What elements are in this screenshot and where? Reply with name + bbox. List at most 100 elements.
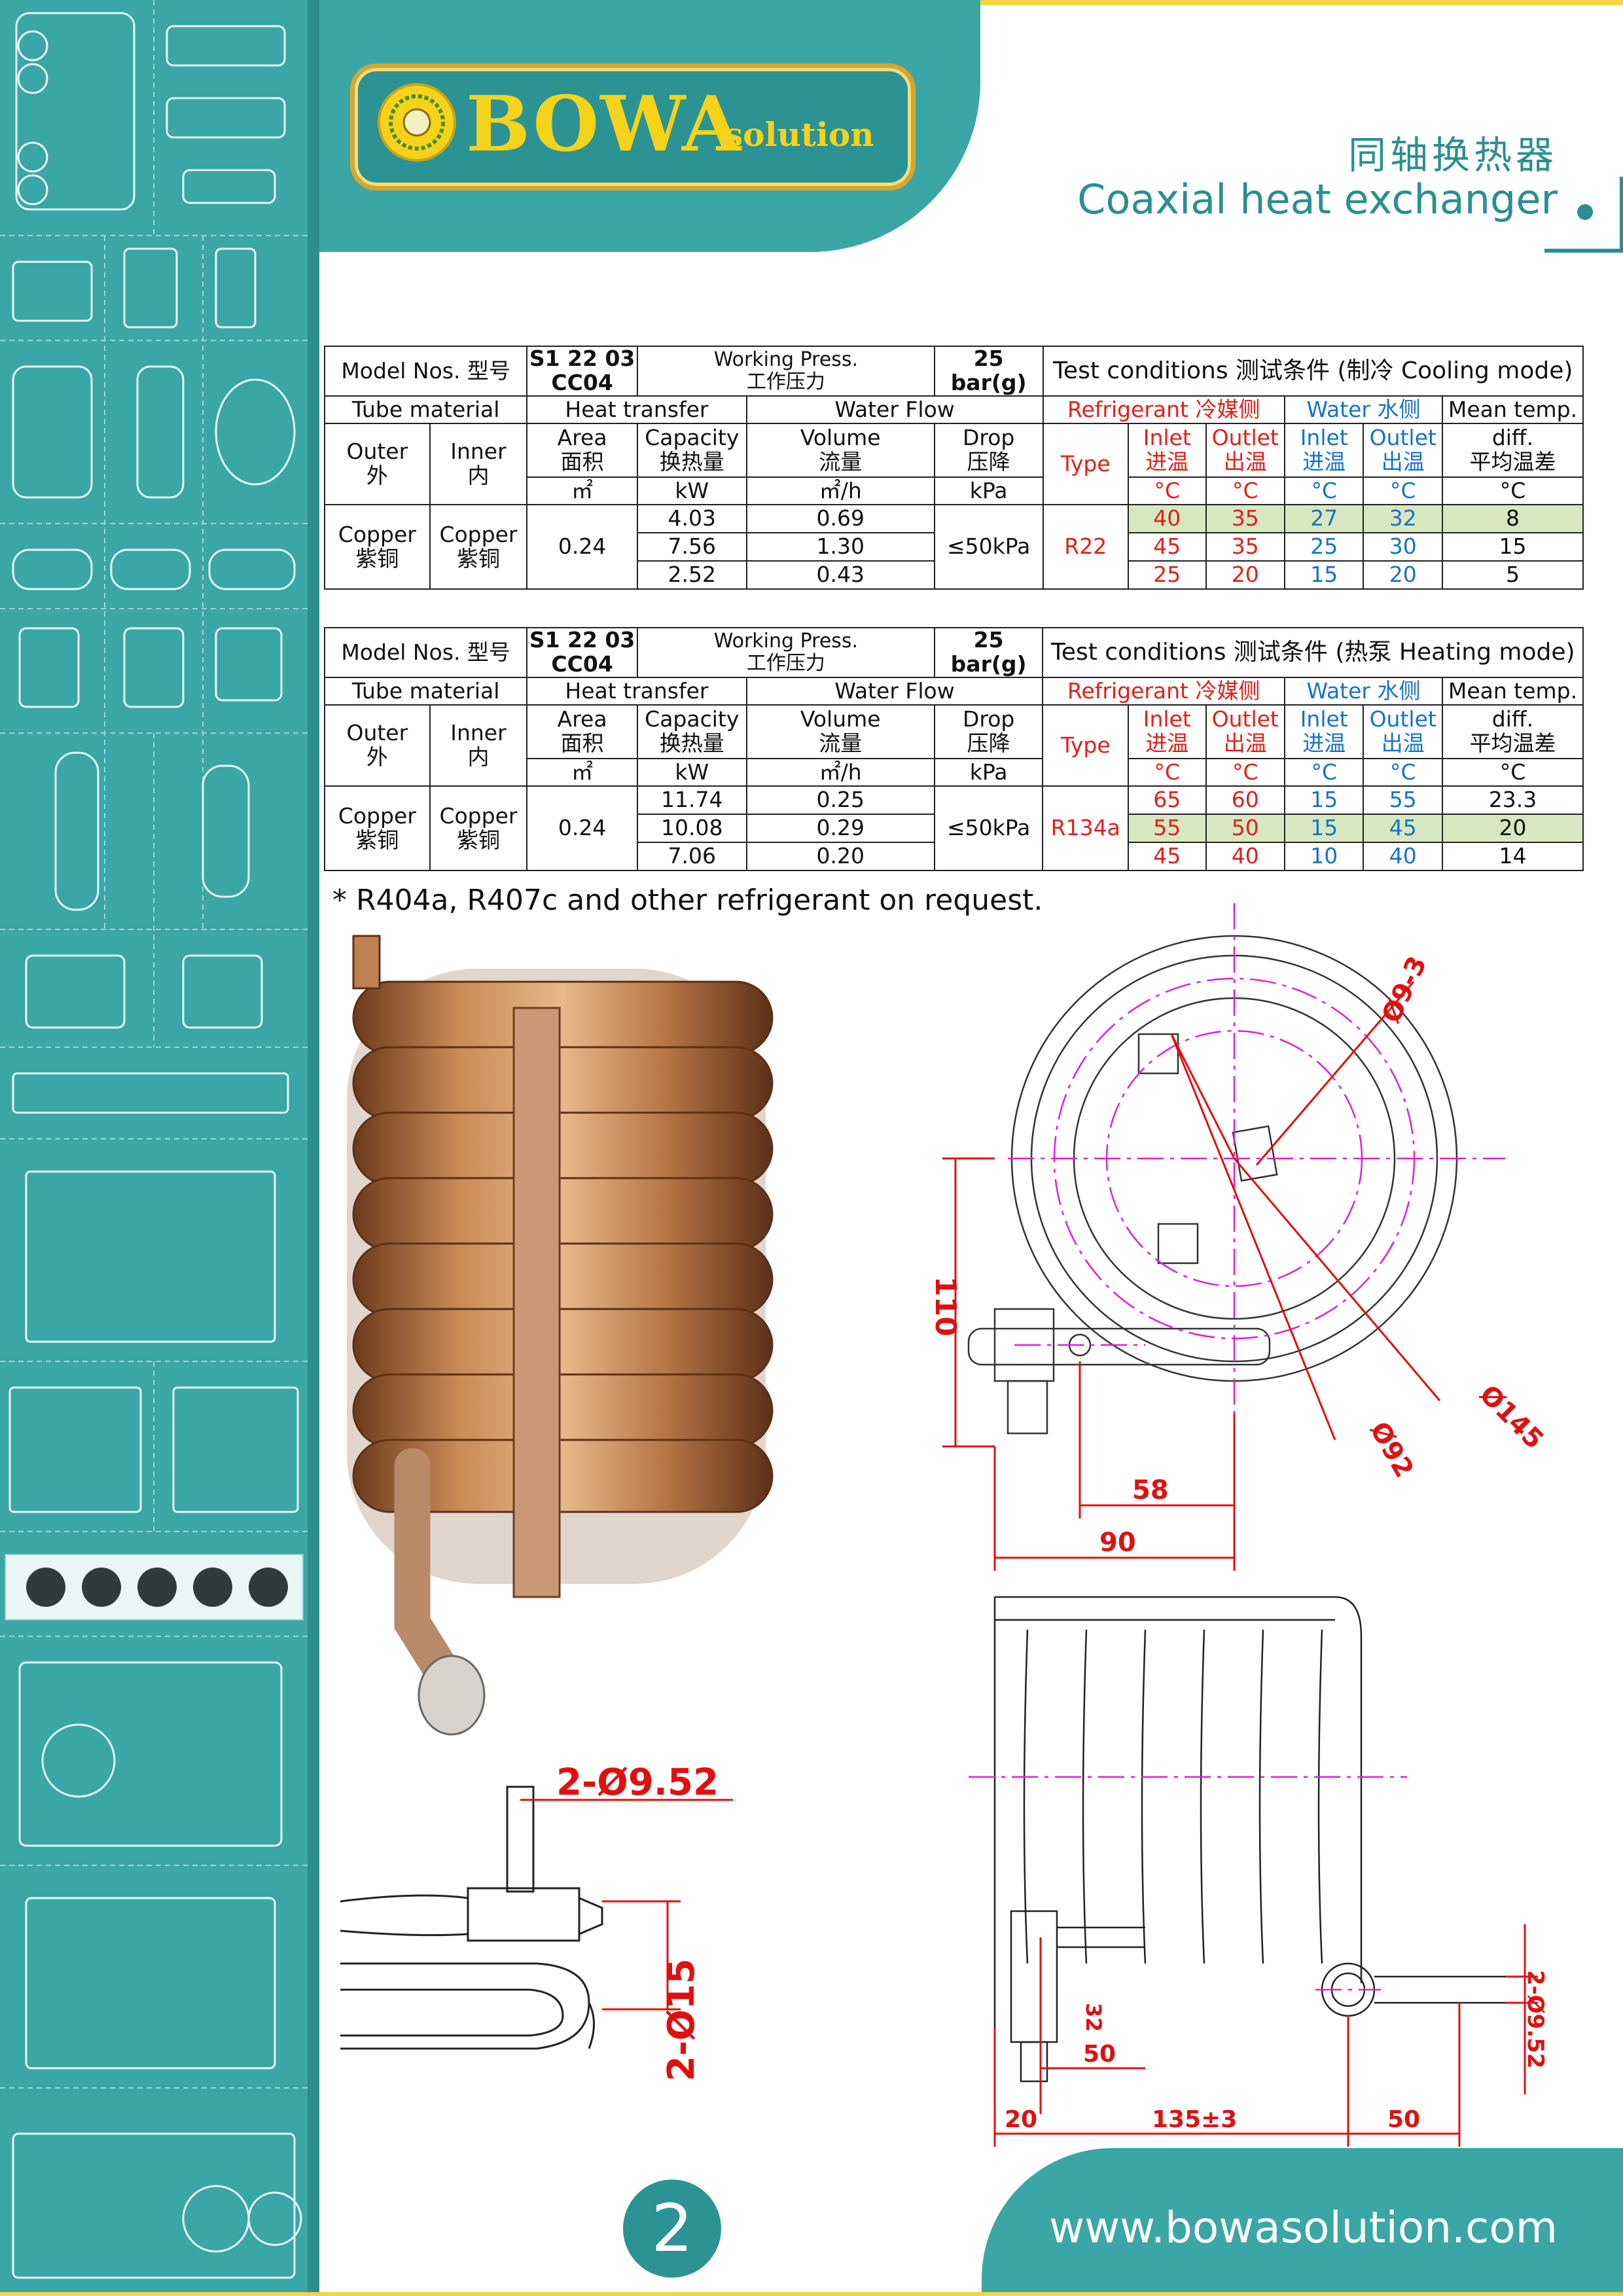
capacity-value: 11.74 <box>636 785 747 815</box>
side-detail-drawing: 2-Ø9.52 2-Ø15 <box>340 1761 733 2081</box>
volume-value: 0.69 <box>745 504 935 533</box>
diff-value: 5 <box>1441 560 1584 590</box>
water-outlet-value: 30 <box>1363 532 1443 562</box>
unit-temp: °C <box>1128 476 1207 505</box>
cell-text: Inlet <box>1143 425 1191 451</box>
cell-text: 出温 <box>1381 449 1425 475</box>
ref-inlet-value: 55 <box>1128 814 1207 843</box>
capacity-value: 2.52 <box>636 560 747 590</box>
unit-drop: kPa <box>933 476 1044 505</box>
dim-outer-dia: Ø145 <box>1474 1379 1550 1455</box>
water-outlet-value: 20 <box>1363 560 1443 590</box>
diff-value: 14 <box>1441 842 1584 871</box>
diff-value: 8 <box>1441 504 1584 533</box>
dim-135: 135±3 <box>1152 2106 1237 2133</box>
capacity-value: 4.03 <box>636 504 747 533</box>
area-value: 0.24 <box>526 504 638 590</box>
unit-area: ㎡ <box>526 758 638 787</box>
dim-pipe-side: 2-Ø9.52 <box>556 1761 719 1804</box>
refrigerant-side-header: Refrigerant 冷媒侧 <box>1042 677 1285 706</box>
cell-text: Working Press. <box>713 348 859 372</box>
type-header: Type <box>1042 423 1130 505</box>
dim-50a: 50 <box>1083 2041 1116 2068</box>
cell-text: 出温 <box>1223 730 1267 756</box>
unit-temp: °C <box>1441 758 1584 787</box>
heat-transfer-header: Heat transfer <box>526 677 747 706</box>
cell-text: 工作压力 <box>746 370 825 393</box>
dim-90: 90 <box>1099 1528 1136 1558</box>
water-inlet-value: 15 <box>1283 785 1364 815</box>
cell-text: 流量 <box>819 730 863 756</box>
cell-text: 压降 <box>967 449 1010 475</box>
cell-text: Capacity <box>645 706 740 732</box>
cell-text: 工作压力 <box>746 652 825 675</box>
cell-text: 换热量 <box>659 730 724 756</box>
cell-text: 进温 <box>1302 730 1346 756</box>
ref-inlet-value: 65 <box>1128 785 1207 815</box>
cell-text: Outlet <box>1369 706 1436 732</box>
cell-text: Capacity <box>645 425 740 451</box>
cell-text: 紫铜 <box>355 827 399 853</box>
cell-text: Area <box>557 425 607 451</box>
ref-outlet-value: 35 <box>1205 532 1286 562</box>
unit-capacity: kW <box>636 476 747 505</box>
water-inlet-value: 10 <box>1283 842 1364 871</box>
water-outlet-value: 32 <box>1363 504 1443 533</box>
page-title-cn: 同轴换热器 <box>1347 133 1558 177</box>
cell-text: 紫铜 <box>355 545 399 571</box>
volume-value: 0.20 <box>745 842 935 871</box>
unit-temp: °C <box>1283 476 1364 505</box>
cell-text: diff. <box>1491 425 1534 451</box>
dim-tube-side: 2-Ø15 <box>660 1958 703 2081</box>
cell-text: Copper <box>439 802 518 829</box>
drop-value: ≤50kPa <box>933 504 1044 590</box>
cell-text: Outlet <box>1211 425 1279 451</box>
cell-text: 外 <box>366 744 388 770</box>
sidebar-product-gallery <box>0 0 308 2296</box>
cell-text: Outlet <box>1211 706 1279 732</box>
cell-text: 换热量 <box>659 449 724 475</box>
water-inlet-value: 25 <box>1283 532 1364 562</box>
cell-text: Working Press. <box>713 630 859 653</box>
cell-text: 紫铜 <box>456 827 500 853</box>
cell-text: Outer <box>346 439 408 465</box>
capacity-value: 7.06 <box>636 842 747 871</box>
cell-text: Copper <box>338 802 416 829</box>
model-number: S1 22 03 CC04 <box>526 346 638 397</box>
ref-outlet-value: 60 <box>1205 785 1285 815</box>
water-flow-header: Water Flow <box>745 677 1044 706</box>
water-outlet-value: 45 <box>1363 814 1443 843</box>
cell-text: Drop <box>962 706 1015 732</box>
cell-text: Copper <box>338 521 416 547</box>
website-link[interactable]: www.bowasolution.com <box>1049 2202 1558 2253</box>
cell-text: Copper <box>439 521 518 547</box>
unit-temp: °C <box>1363 476 1443 505</box>
bottom-accent-line <box>0 2292 1623 2296</box>
water-inlet-value: 15 <box>1283 560 1364 590</box>
unit-temp: °C <box>1128 758 1207 787</box>
cell-text: Volume <box>800 706 881 732</box>
dim-50b: 50 <box>1387 2106 1420 2133</box>
volume-value: 0.43 <box>745 560 935 590</box>
ref-outlet-value: 35 <box>1205 504 1286 533</box>
dim-32: 32 <box>1081 2003 1106 2032</box>
cell-text: 出温 <box>1381 730 1425 756</box>
working-press-label: Working Press.工作压力 <box>636 627 935 678</box>
ref-outlet-value: 20 <box>1205 560 1286 590</box>
